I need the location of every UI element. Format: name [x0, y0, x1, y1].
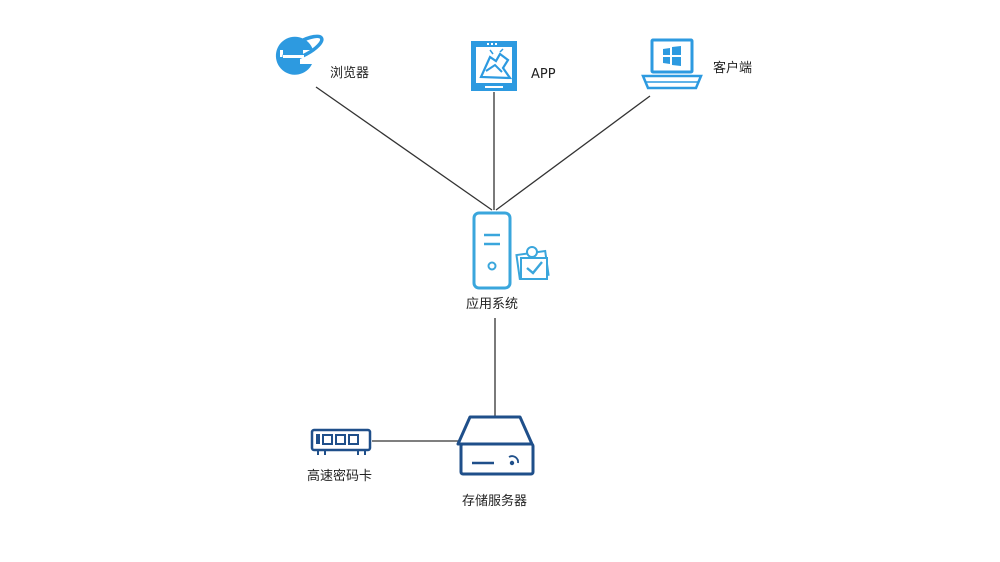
- crypto-card-icon: [310, 428, 372, 455]
- connector-browser-app-system: [315, 86, 493, 211]
- connector-client-app-system: [495, 95, 651, 211]
- crypto-card-label: 高速密码卡: [307, 469, 373, 484]
- windows-laptop-icon: [641, 38, 703, 90]
- browser-label: 浏览器: [330, 66, 370, 81]
- app-system-label: 应用系统: [466, 297, 519, 312]
- storage-server-label: 存储服务器: [462, 494, 528, 509]
- app-label: APP: [531, 67, 556, 82]
- storage-server-icon: [456, 415, 535, 476]
- client-label: 客户端: [713, 61, 753, 76]
- connector-lines: [315, 86, 651, 442]
- android-app-icon: [471, 41, 517, 91]
- server-tower-icon: [472, 211, 550, 290]
- internet-explorer-icon: [275, 34, 324, 75]
